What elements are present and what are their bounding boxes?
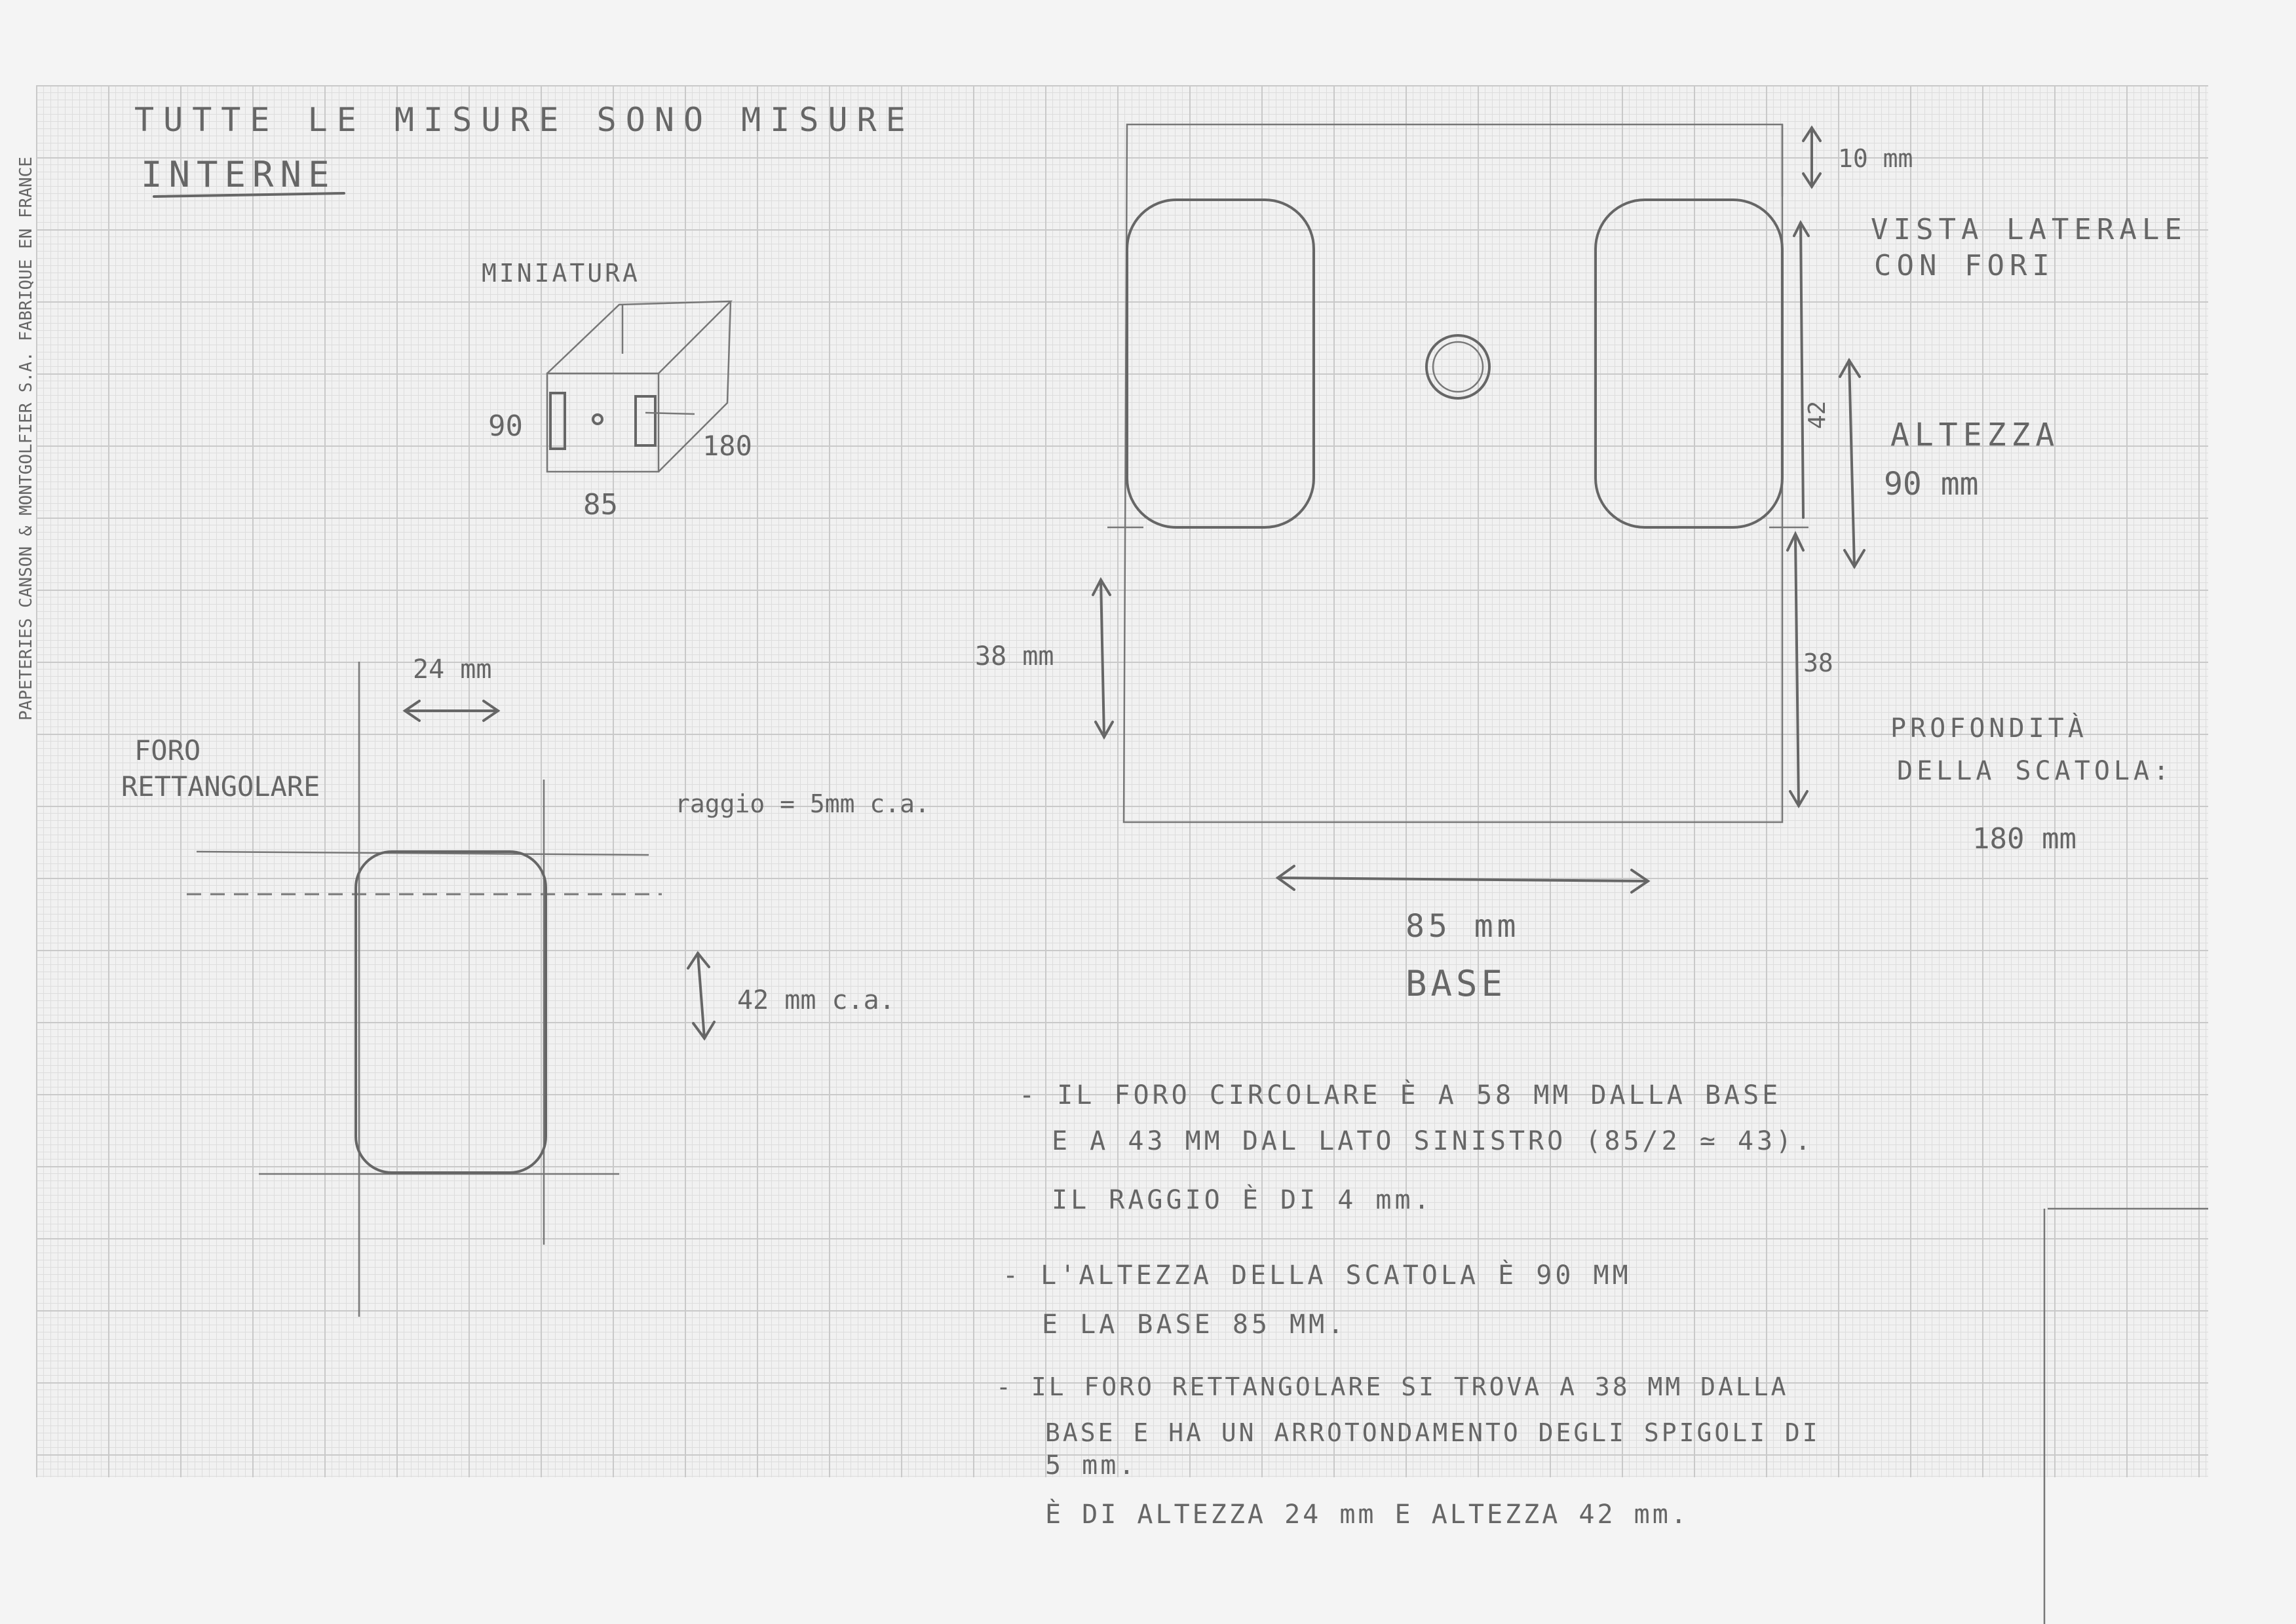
note-1-line3: IL RAGGIO È DI 4 mm. [1052,1184,1433,1215]
graph-paper-grid [36,85,2208,1477]
rect-hole-label1: FORO [134,734,201,766]
side-view-right-hole [1594,198,1784,529]
rect-hole-label2: RETTANGOLARE [121,770,320,803]
rect-hole-detail: FORO RETTANGOLARE 24 mm raggio = 5mm c.a… [121,654,930,1317]
base-width-value: 85 mm [1406,908,1520,945]
rect-hole-height-arrow [697,952,706,1040]
hole-height-label: 42 [1804,401,1831,429]
heading-underline [153,192,345,198]
side-view-drawing: 10 mm VISTA LATERALE CON FORI 42 ALTEZZA… [975,123,2187,1004]
note-3-line1: - IL FORO RETTANGOLARE SI TROVA A 38 MM … [996,1372,1789,1401]
side-view-title2: CON FORI [1874,249,2055,282]
rect-hole-width-label: 24 mm [413,654,491,685]
box-height-arrow [1848,359,1856,568]
rect-hole-radius-label: raggio = 5mm c.a. [675,789,930,818]
heading-line2: INTERNE [141,154,336,195]
depth-title1: PROFONDITÀ [1890,712,2088,744]
miniature-side-hole [634,395,657,447]
heading-line1: TUTTE LE MISURE SONO MISURE [134,101,915,139]
note-3-line4: È DI ALTEZZA 24 mm E ALTEZZA 42 mm. [1045,1498,1689,1530]
side-view-title1: VISTA LATERALE [1871,213,2187,246]
note-1-line1: - IL FORO CIRCOLARE È A 58 MM DALLA BASE [1019,1079,1781,1110]
side-view-circle-hole [1425,334,1491,400]
hole-height-arrow [1799,221,1805,519]
box-height-value: 90 mm [1884,466,1979,502]
miniature-depth: 180 [702,430,752,462]
note-3-line3: 5 mm. [1045,1450,1137,1481]
rect-hole-outline [354,850,547,1174]
side-view-left-hole [1126,198,1315,529]
left-bottom-arrow [1100,578,1105,738]
miniature-box: MINIATURA 90 180 85 [482,259,752,521]
right-bottom-label: 38 [1803,649,1833,677]
note-3-line2: BASE E HA UN ARROTONDAMENTO DEGLI SPIGOL… [1045,1418,1820,1447]
top-gap-label: 10 mm [1838,144,1913,173]
base-width-title: BASE [1406,963,1506,1004]
miniature-height: 90 [488,409,523,443]
miniature-width: 85 [583,488,618,521]
rect-hole-top-guide [196,850,649,856]
depth-value: 180 mm [1972,822,2076,856]
note-1-line2: E A 43 MM DAL LATO SINISTRO (85/2 ≃ 43). [1052,1126,1814,1156]
depth-title2: DELLA SCATOLA: [1897,756,2173,786]
rect-hole-height-label: 42 mm c.a. [737,985,895,1015]
note-2-line1: - L'ALTEZZA DELLA SCATOLA È 90 MM [1003,1259,1632,1291]
miniature-label: MINIATURA [482,259,640,288]
miniature-side-face [658,301,732,472]
side-view-box [1122,123,1784,823]
right-bottom-arrow [1794,536,1800,807]
note-2-line2: E LA BASE 85 MM. [1042,1310,1347,1340]
left-bottom-label: 38 mm [975,641,1054,671]
miniature-circle-hole [592,413,603,425]
box-height-title: ALTEZZA [1890,417,2059,453]
miniature-rect-hole [549,392,566,450]
miniature-top-face [546,300,733,374]
base-width-arrow [1276,877,1649,882]
paper-brand-text: PAPETERIES CANSON & MONTGOLFIER S.A. FAB… [16,157,36,721]
notes-block: - IL FORO CIRCOLARE È A 58 MM DALLA BASE… [996,1079,1820,1530]
